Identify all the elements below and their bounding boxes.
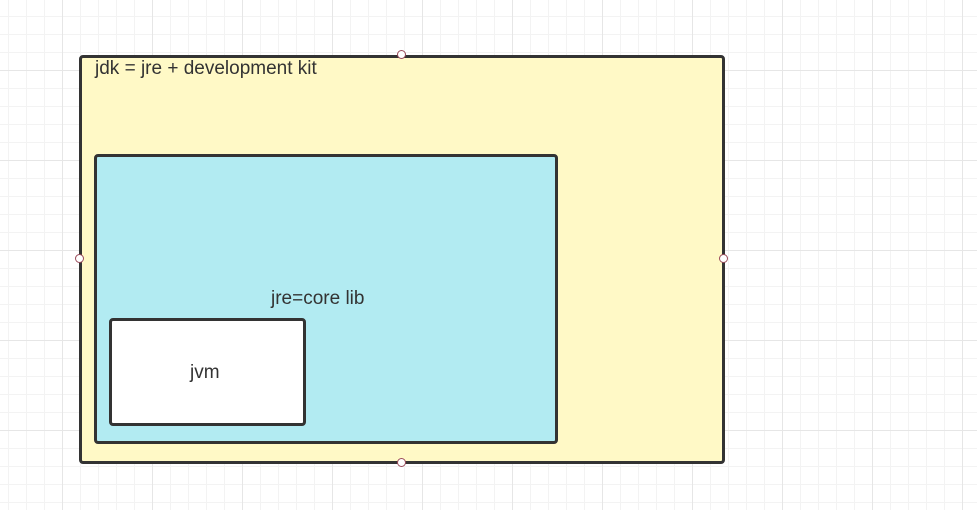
jvm-label: jvm: [190, 362, 220, 383]
resize-handle-top[interactable]: [397, 50, 406, 59]
jvm-box[interactable]: [109, 318, 306, 426]
resize-handle-left[interactable]: [75, 254, 84, 263]
resize-handle-bottom[interactable]: [397, 458, 406, 467]
jdk-label: jdk = jre + development kit: [95, 58, 317, 79]
resize-handle-right[interactable]: [719, 254, 728, 263]
jre-label: jre=core lib: [271, 288, 365, 309]
